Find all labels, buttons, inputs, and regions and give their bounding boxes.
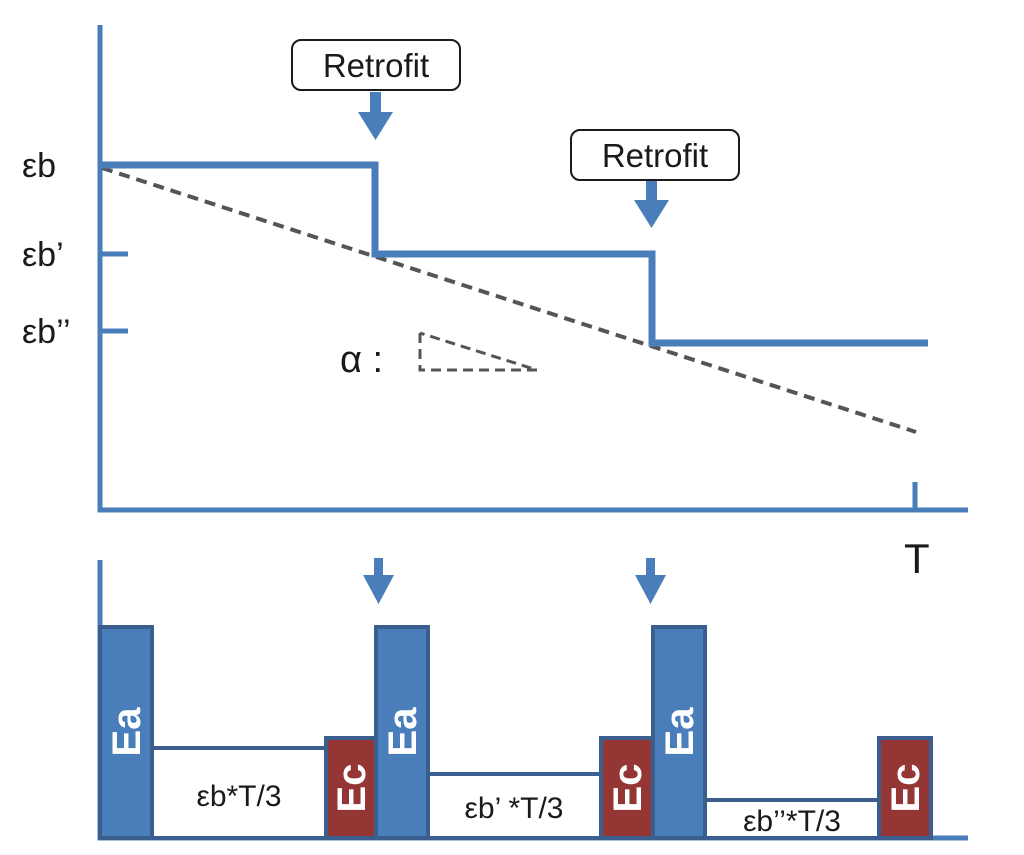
- ea-label-3: Ea: [658, 707, 702, 757]
- down-arrow-icon: [635, 558, 666, 604]
- down-arrow-icon: [358, 92, 393, 140]
- down-arrow-icon: [634, 181, 669, 228]
- ea-label-2: Ea: [381, 707, 425, 757]
- ec-label-2: Ec: [606, 764, 650, 813]
- top-panel: εb εb’ εb’’ T α : Retrofit Retrofit: [22, 25, 968, 582]
- ec-label-1: Ec: [330, 764, 374, 813]
- ea-bar-2: [374, 625, 430, 840]
- alpha-triangle: [418, 331, 538, 372]
- retrofit-label-1: Retrofit: [323, 47, 429, 84]
- label-eb-prime: εb’: [22, 236, 64, 274]
- label-eb: εb: [22, 147, 56, 185]
- retrofit-box-1: [291, 39, 461, 91]
- ec-label-3: Ec: [884, 764, 928, 813]
- label-t: T: [904, 535, 930, 582]
- ea-label-1: Ea: [105, 707, 149, 757]
- band-label-3: εb’’*T/3: [743, 805, 841, 838]
- retrofit-label-2: Retrofit: [602, 137, 708, 174]
- ec-bar-3: [877, 736, 933, 840]
- ea-bar-3: [651, 625, 707, 840]
- ea-bar-1: [98, 625, 154, 840]
- trend-line: [101, 166, 917, 434]
- down-arrow-icon: [363, 558, 394, 604]
- step-line: [102, 161, 928, 347]
- ec-bar-2: [599, 736, 655, 840]
- band-label-2: εb’ *T/3: [465, 792, 564, 825]
- band-label-1: εb*T/3: [196, 780, 281, 813]
- retrofit-callout-2: Retrofit: [570, 129, 740, 228]
- ec-bar-1: [324, 736, 378, 840]
- label-eb-double-prime: εb’’: [22, 313, 71, 351]
- bottom-panel: εb*T/3 εb’ *T/3 εb’’*T/3 Ea Ea Ea Ec Ec …: [97, 558, 968, 841]
- retrofit-callout-1: Retrofit: [291, 39, 461, 140]
- retrofit-box-2: [570, 129, 740, 181]
- alpha-label: α :: [340, 339, 383, 381]
